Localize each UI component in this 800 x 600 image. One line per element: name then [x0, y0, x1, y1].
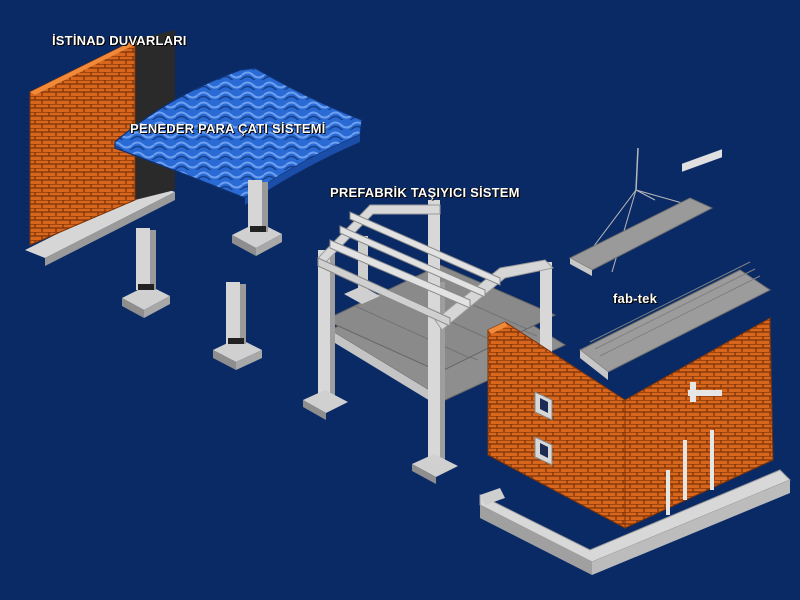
- precast-frame-label: PREFABRİK TAŞIYICI SİSTEM: [330, 185, 520, 200]
- column-footing-1: [232, 180, 282, 256]
- column-footing-2: [122, 228, 170, 318]
- peneder-roof: [114, 67, 363, 205]
- retaining-walls-label: İSTİNAD DUVARLARI: [52, 33, 187, 48]
- suspended-panel: [568, 147, 714, 276]
- roof-system-label: PENEDER PARA ÇATI SİSTEMİ: [130, 121, 326, 136]
- column-footing-3: [213, 282, 262, 370]
- precast-frame: [303, 200, 567, 484]
- brand-label: fab-tek: [613, 291, 658, 306]
- brick-house: [479, 149, 791, 575]
- floor-slab: [579, 261, 771, 380]
